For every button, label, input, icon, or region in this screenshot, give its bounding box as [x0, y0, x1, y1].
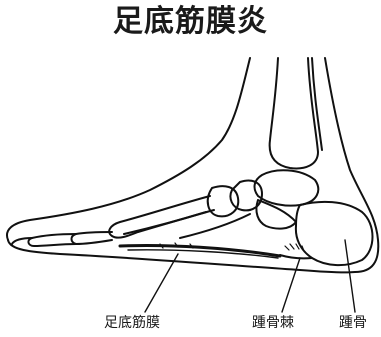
leg-outline-front [7, 58, 250, 240]
leader-line-calcaneus [345, 240, 355, 312]
metatarsal-2 [124, 212, 206, 234]
phalanx-1 [72, 232, 113, 244]
cuneiform-bone [208, 186, 239, 216]
talus-bone [255, 170, 319, 205]
leader-line-plantar-fascia [145, 254, 178, 312]
tibia-bone [270, 58, 318, 168]
diagram-title: 足底筋膜炎 [0, 4, 381, 40]
phalanx-2 [28, 234, 76, 246]
label-heel-spur: 踵骨棘 [252, 315, 294, 331]
metatarsal-1 [109, 196, 214, 238]
leg-outline-back [325, 58, 378, 272]
label-plantar-fascia: 足底筋膜 [104, 315, 160, 331]
leader-line-heel-spur [282, 258, 300, 312]
calcaneus-bone [296, 202, 373, 265]
label-calcaneus: 踵骨 [339, 315, 367, 331]
